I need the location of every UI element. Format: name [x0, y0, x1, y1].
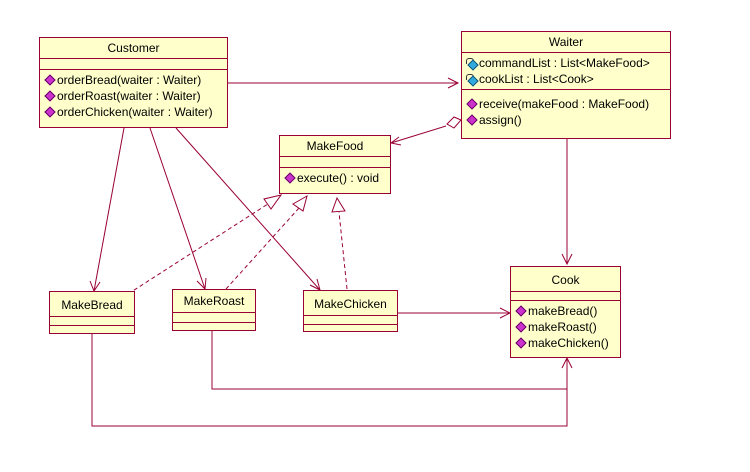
class-makeroast[interactable]: MakeRoast	[172, 289, 256, 331]
operation: execute() : void	[284, 170, 388, 186]
operation: assign()	[466, 112, 668, 128]
operation-text: assign()	[479, 113, 522, 127]
class-customer[interactable]: Customer orderBread(waiter : Waiter) ord…	[39, 37, 228, 128]
operation-icon	[466, 98, 478, 110]
class-waiter[interactable]: Waiter commandList : List<MakeFood> cook…	[461, 31, 671, 139]
operation-icon	[466, 114, 478, 126]
operation-text: receive(makeFood : MakeFood)	[479, 97, 650, 111]
edge-waiter-makefood-aggregation	[389, 116, 462, 146]
edge-customer-waiter	[228, 77, 460, 89]
attribute: cookList : List<Cook>	[466, 71, 668, 87]
class-makebread-attributes	[50, 317, 134, 326]
attribute-text: cookList : List<Cook>	[479, 72, 594, 86]
class-makechicken[interactable]: MakeChicken	[303, 290, 398, 332]
class-waiter-operations: receive(makeFood : MakeFood) assign()	[462, 90, 670, 130]
class-makechicken-name: MakeChicken	[304, 291, 397, 316]
edge-waiter-cook	[561, 139, 573, 266]
operation-text: orderBread(waiter : Waiter)	[57, 73, 202, 87]
operation-icon	[515, 321, 527, 333]
edge-makebread-cook	[91, 334, 568, 427]
private-attribute-icon	[466, 73, 479, 87]
class-cook-attributes	[511, 292, 620, 301]
class-makebread[interactable]: MakeBread	[49, 291, 135, 334]
class-makefood-name: MakeFood	[280, 136, 390, 157]
edge-makechicken-realizes-makefood	[331, 196, 348, 290]
class-customer-name: Customer	[40, 38, 227, 59]
operation-text: orderRoast(waiter : Waiter)	[57, 89, 201, 103]
class-makefood[interactable]: MakeFood execute() : void	[279, 135, 391, 194]
operation: orderRoast(waiter : Waiter)	[44, 88, 225, 104]
class-cook-operations: makeBread() makeRoast() makeChicken()	[511, 301, 620, 353]
operation: receive(makeFood : MakeFood)	[466, 96, 668, 112]
class-makeroast-operations	[173, 323, 255, 331]
class-makefood-attributes	[280, 157, 390, 168]
class-makeroast-attributes	[173, 313, 255, 323]
attribute-text: commandList : List<MakeFood>	[479, 56, 650, 70]
class-makebread-operations	[50, 326, 134, 334]
class-customer-operations: orderBread(waiter : Waiter) orderRoast(w…	[40, 70, 227, 122]
operation: orderBread(waiter : Waiter)	[44, 72, 225, 88]
operation-text: orderChicken(waiter : Waiter)	[57, 105, 213, 119]
operation-icon	[284, 172, 296, 184]
edge-makechicken-cook	[398, 307, 512, 319]
operation-icon	[515, 337, 527, 349]
operation-text: makeChicken()	[528, 336, 609, 350]
operation: orderChicken(waiter : Waiter)	[44, 104, 225, 120]
class-waiter-attributes: commandList : List<MakeFood> cookList : …	[462, 53, 670, 90]
operation-icon	[515, 305, 527, 317]
private-attribute-icon	[466, 57, 479, 71]
class-cook[interactable]: Cook makeBread() makeRoast() makeChicken…	[510, 266, 621, 358]
edge-makeroast-realizes-makefood	[225, 194, 308, 290]
class-makechicken-operations	[304, 325, 397, 332]
class-makebread-name: MakeBread	[50, 292, 134, 317]
class-cook-name: Cook	[511, 267, 620, 292]
edge-makeroast-cook	[211, 331, 573, 390]
operation: makeChicken()	[515, 335, 618, 351]
edge-makebread-realizes-makefood	[127, 194, 283, 295]
operation-icon	[44, 74, 56, 86]
class-waiter-name: Waiter	[462, 32, 670, 53]
edge-customer-makebread	[89, 127, 125, 293]
operation-text: makeBread()	[528, 304, 598, 318]
class-makechicken-attributes	[304, 316, 397, 325]
operation-text: makeRoast()	[528, 320, 597, 334]
operation-icon	[44, 90, 56, 102]
class-makeroast-name: MakeRoast	[173, 290, 255, 313]
attribute: commandList : List<MakeFood>	[466, 55, 668, 71]
operation: makeRoast()	[515, 319, 618, 335]
class-customer-attributes	[40, 59, 227, 70]
operation-icon	[44, 106, 56, 118]
operation: makeBread()	[515, 303, 618, 319]
class-makefood-operations: execute() : void	[280, 168, 390, 188]
operation-text: execute() : void	[297, 171, 380, 185]
